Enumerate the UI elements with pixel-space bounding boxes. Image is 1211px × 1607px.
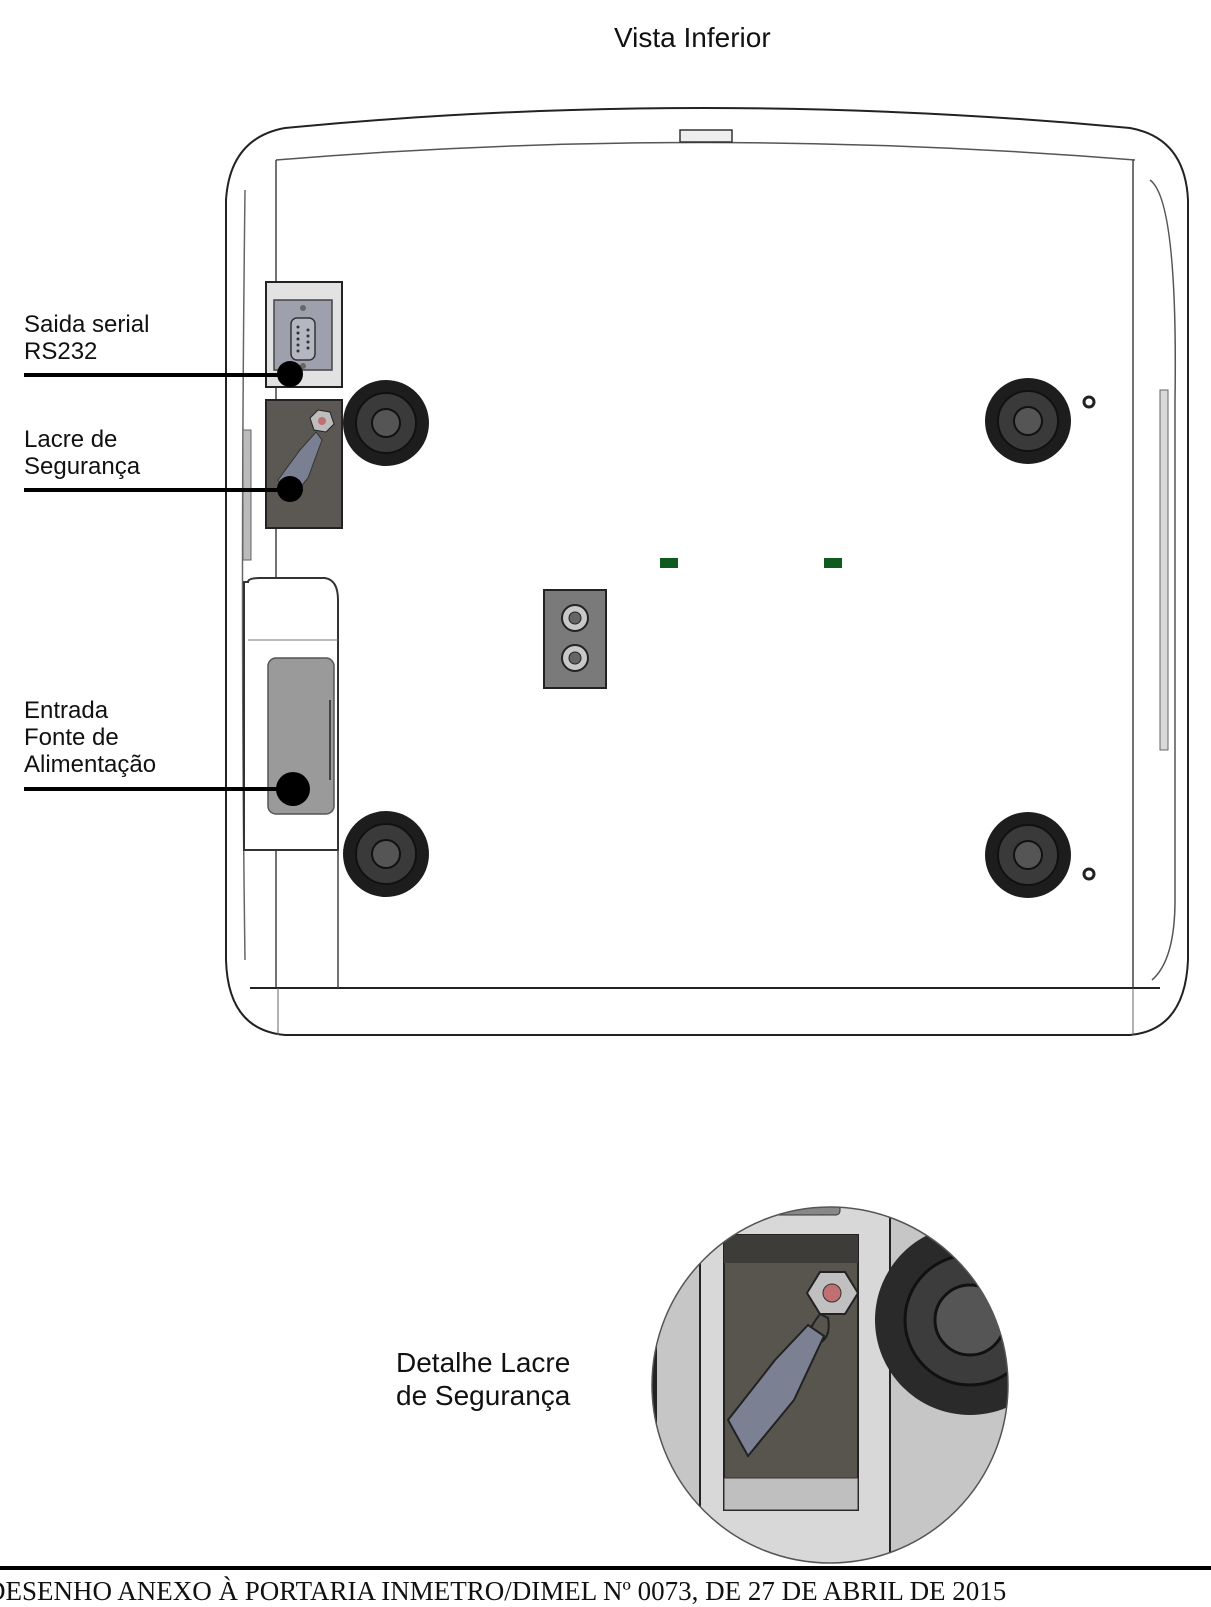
foot-top-left bbox=[343, 380, 429, 466]
label-serial-line-1: Saida serial bbox=[24, 311, 150, 338]
center-connector-block bbox=[543, 589, 607, 689]
callout-dots bbox=[276, 361, 310, 806]
detail-line-2: de Segurança bbox=[396, 1380, 571, 1411]
foot-bottom-left bbox=[343, 811, 429, 897]
footer-rule bbox=[0, 1566, 1211, 1570]
callout-leaders bbox=[24, 373, 293, 791]
label-power-input: Entrada Fonte de Alimentação bbox=[24, 697, 156, 778]
scale-housing bbox=[225, 107, 1189, 1036]
serial-port-module bbox=[265, 281, 343, 388]
label-seal-line-2: Segurança bbox=[24, 453, 141, 480]
screw-holes bbox=[1082, 395, 1096, 881]
green-markers bbox=[660, 558, 842, 568]
footer-caption: DESENHO ANEXO À PORTARIA INMETRO/DIMEL N… bbox=[0, 1576, 1007, 1606]
label-serial-line-2: RS232 bbox=[24, 338, 98, 365]
security-seal-compartment bbox=[265, 399, 343, 529]
label-power-line-3: Alimentação bbox=[24, 751, 157, 778]
label-seal-line-1: Lacre de bbox=[24, 426, 118, 453]
label-security-seal: Lacre de Segurança bbox=[24, 426, 140, 480]
detail-line-1: Detalhe Lacre bbox=[396, 1347, 571, 1378]
detail-circle-outline bbox=[651, 1206, 1009, 1564]
label-power-line-2: Fonte de bbox=[24, 724, 119, 751]
rubber-feet bbox=[343, 378, 1071, 898]
label-serial-output: Saida serial RS232 bbox=[24, 311, 149, 365]
foot-top-right bbox=[985, 378, 1071, 464]
seal-detail-magnifier bbox=[652, 1207, 1008, 1563]
label-seal-detail: Detalhe Lacre de Segurança bbox=[396, 1346, 570, 1412]
label-power-line-1: Entrada bbox=[24, 697, 109, 724]
foot-bottom-right bbox=[985, 812, 1071, 898]
view-title: Vista Inferior bbox=[614, 22, 771, 53]
